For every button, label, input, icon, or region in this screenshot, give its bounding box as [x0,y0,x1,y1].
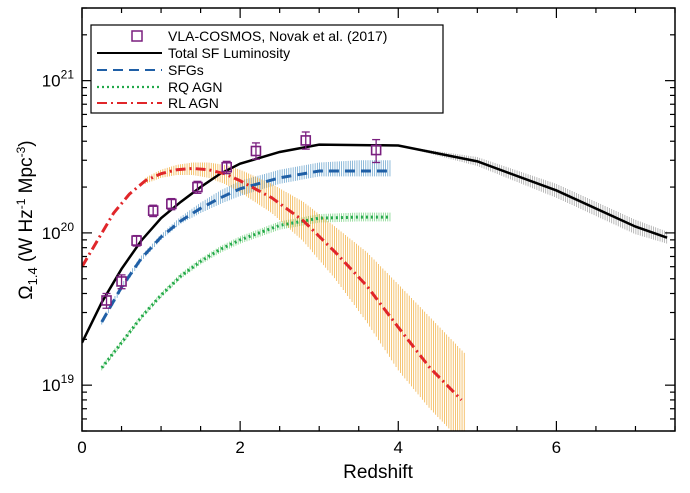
square-marker [116,276,127,287]
data-point [101,292,112,309]
series-line-rq-agn [100,215,391,369]
square-marker [147,205,159,216]
y-axis-title: Ω1.4 (W Hz-1 Mpc-3) [14,140,40,299]
series-line-total-sf-luminosity [82,143,668,344]
legend-label: RL AGN [168,95,219,111]
data-points [101,131,382,309]
square-marker [131,235,142,246]
legend-item-vla-cosmos: VLA-COSMOS, Novak et al. (2017) [131,28,387,44]
legend-label: RQ AGN [168,79,222,95]
legend-item-rq-agn: RQ AGN [97,79,222,95]
data-point [166,197,177,211]
legend-box [90,24,444,114]
data-point [370,138,382,164]
data-point [131,234,142,247]
series-line-rl-agn [82,166,463,401]
data-point [221,160,232,175]
legend-item-total-sf: Total SF Luminosity [97,45,290,61]
axis-ticks: 0 2 4 6 1019 1020 1021 [42,7,676,457]
plot-frame [81,7,676,432]
band-sfgs [101,160,391,325]
legend-label: Total SF Luminosity [168,45,290,61]
square-marker [370,144,382,156]
series-line-sfgs [100,169,391,323]
legend: VLA-COSMOS, Novak et al. (2017) Total SF… [90,24,444,114]
data-point [300,131,312,150]
y-axis-label: Ω1.4 (W Hz-1 Mpc-3) [14,140,40,299]
data-point [116,274,127,290]
band-total-sf-luminosity [397,144,668,244]
square-marker [250,145,262,157]
square-marker [101,295,112,306]
square-marker [166,198,177,210]
legend-label: SFGs [168,62,204,78]
uncertainty-bands [101,144,668,431]
data-point [147,204,159,218]
data-point [192,180,203,194]
square-marker [192,181,203,193]
x-tick-label: 4 [394,438,403,457]
x-tick-label: 2 [235,438,244,457]
square-marker [221,161,232,173]
x-tick-label: 0 [77,438,86,457]
x-axis-label: Redshift [343,462,413,483]
x-axis-title: Redshift [343,462,413,483]
legend-square-marker [131,30,143,42]
legend-item-rl-agn: RL AGN [97,95,219,111]
y-tick-label: 1019 [42,372,75,395]
legend-item-sfgs: SFGs [97,62,204,78]
data-point [250,142,262,160]
y-tick-label: 1021 [42,68,75,91]
band-rl-agn [144,162,465,431]
series-lines [82,143,668,401]
square-marker [300,135,312,146]
x-tick-label: 6 [552,438,561,457]
legend-label: VLA-COSMOS, Novak et al. (2017) [168,28,387,44]
y-tick-label: 1020 [42,220,75,243]
